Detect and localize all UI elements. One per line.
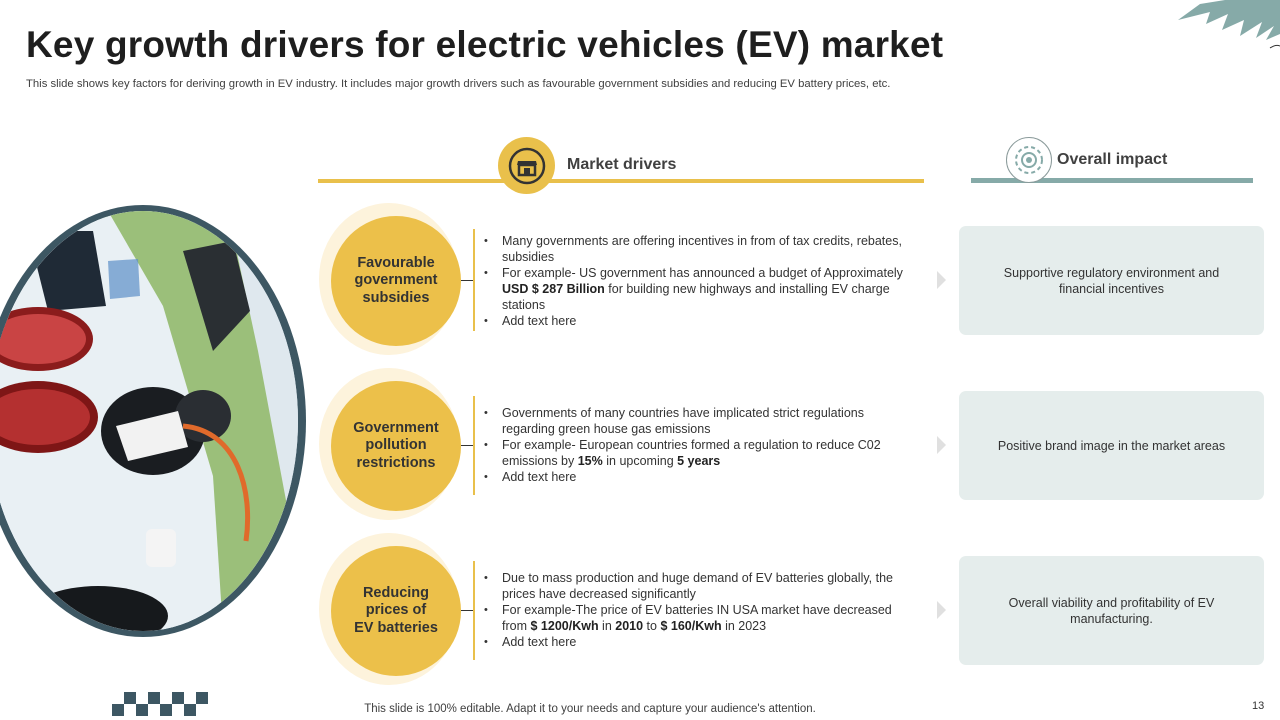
- bullet-highlight: 2010: [615, 619, 644, 633]
- slide-footer: This slide is 100% editable. Adapt it to…: [364, 703, 816, 715]
- overall-impact-header-line: [971, 178, 1253, 183]
- overall-impact-heading: Overall impact: [1057, 151, 1168, 168]
- chevron-right-icon: [937, 601, 946, 619]
- bullet-highlight: USD $ 287 Billion: [502, 282, 605, 296]
- impact-text: Positive brand image in the market areas: [997, 438, 1226, 453]
- bullet-highlight: 5 years: [677, 454, 721, 468]
- driver-bullets: Governments of many countries have impli…: [484, 405, 914, 485]
- bullet-text: in upcoming: [602, 454, 678, 468]
- ev-charging-photo: [0, 205, 306, 637]
- impact-text: Supportive regulatory environment and fi…: [1003, 265, 1220, 296]
- chevron-right-icon: [937, 436, 946, 454]
- bullet-item: Add text here: [484, 313, 914, 329]
- bullet-item: Governments of many countries have impli…: [484, 405, 914, 437]
- checkered-pattern-decoration: [112, 692, 208, 716]
- driver-bullets: Due to mass production and huge demand o…: [484, 570, 914, 650]
- target-icon: [1006, 137, 1052, 183]
- bullet-item: For example- US government has announced…: [484, 265, 914, 313]
- bullet-text: Due to mass production and huge demand o…: [502, 571, 893, 601]
- bullet-text: For example- European countries formed a…: [502, 438, 881, 468]
- bullet-text: Add text here: [502, 314, 577, 328]
- driver-circle: Favourable government subsidies: [331, 216, 461, 346]
- bullet-highlight: 15%: [577, 454, 603, 468]
- bullet-text: in: [598, 619, 616, 633]
- bullet-text: Add text here: [502, 470, 577, 484]
- bullet-item: For example- European countries formed a…: [484, 437, 914, 469]
- impact-text: Overall viability and profitability of E…: [1008, 595, 1215, 626]
- driver-row: Government pollution restrictions Govern…: [0, 368, 1280, 528]
- driver-bullets: Many governments are offering incentives…: [484, 233, 914, 329]
- brush-stroke-decoration: [1178, 0, 1280, 49]
- driver-label: Favourable government subsidies: [354, 254, 438, 306]
- bullet-text: For example-The price of EV batteries IN…: [502, 603, 892, 633]
- impact-box: Positive brand image in the market areas: [959, 391, 1264, 500]
- impact-box: Overall viability and profitability of E…: [959, 556, 1264, 665]
- driver-row: Reducing prices of EV batteries Due to m…: [0, 533, 1280, 693]
- bullet-item: Many governments are offering incentives…: [484, 233, 914, 265]
- bullet-item: For example-The price of EV batteries IN…: [484, 602, 914, 634]
- chevron-right-icon: [937, 271, 946, 289]
- bullet-text: in 2023: [721, 619, 767, 633]
- bullet-text: For example- US government has announced…: [502, 266, 903, 280]
- bullet-text: Many governments are offering incentives…: [502, 234, 902, 264]
- driver-circle: Government pollution restrictions: [331, 381, 461, 511]
- driver-label: Government pollution restrictions: [353, 419, 439, 471]
- bullet-highlight: $ 160/Kwh: [660, 619, 722, 633]
- storefront-icon: [498, 137, 555, 194]
- slide-title: Key growth drivers for electric vehicles…: [26, 24, 944, 65]
- slide-subtitle: This slide shows key factors for derivin…: [26, 78, 891, 90]
- driver-label: Reducing prices of EV batteries: [354, 584, 438, 636]
- bullet-item: Add text here: [484, 634, 914, 650]
- bullet-text: for building new highways and installing…: [502, 282, 890, 312]
- driver-row: Favourable government subsidies Many gov…: [0, 203, 1280, 363]
- bullet-item: Add text here: [484, 469, 914, 485]
- page-number: 13: [1252, 700, 1265, 712]
- impact-box: Supportive regulatory environment and fi…: [959, 226, 1264, 335]
- market-drivers-heading: Market drivers: [567, 156, 677, 173]
- bullet-text: Governments of many countries have impli…: [502, 406, 864, 436]
- bullet-text: to: [643, 619, 661, 633]
- bullet-item: Due to mass production and huge demand o…: [484, 570, 914, 602]
- market-drivers-header-line: [318, 179, 924, 183]
- bullet-highlight: $ 1200/Kwh: [530, 619, 599, 633]
- bullet-text: Add text here: [502, 635, 577, 649]
- driver-circle: Reducing prices of EV batteries: [331, 546, 461, 676]
